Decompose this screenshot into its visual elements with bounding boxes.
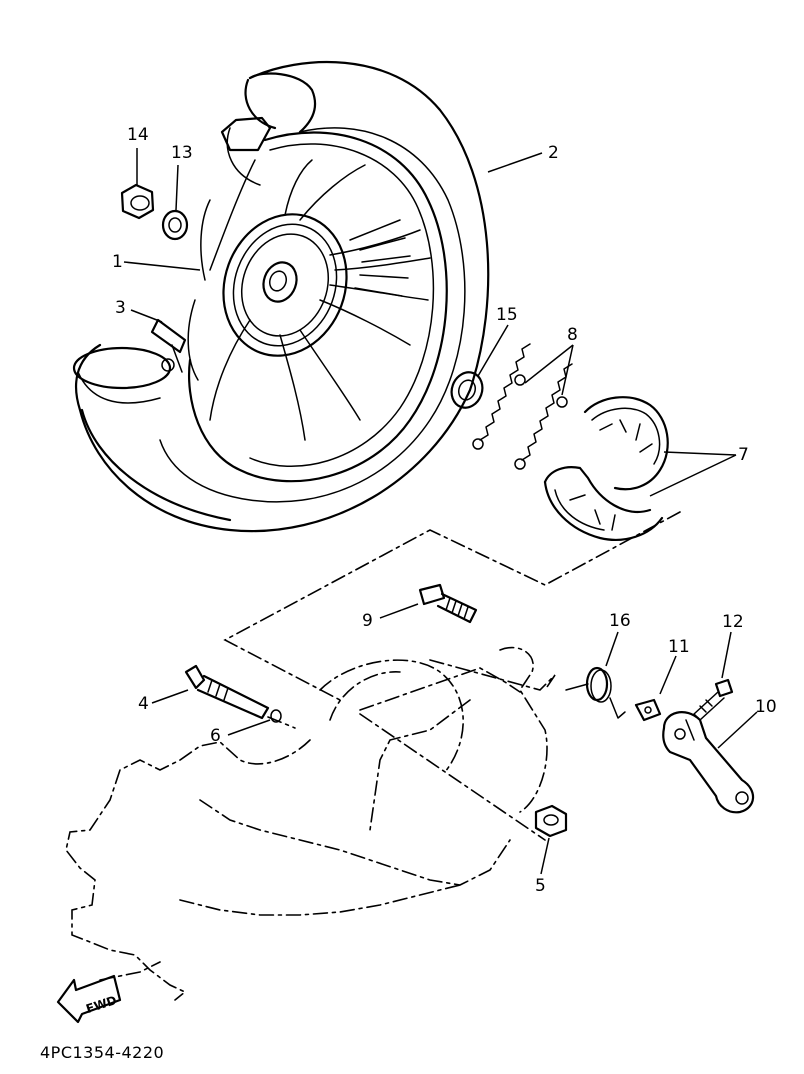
callout-12: 12	[722, 612, 744, 632]
callout-16: 16	[609, 611, 631, 631]
callout-6: 6	[210, 726, 221, 746]
flange-nut	[534, 804, 568, 838]
callout-14: 14	[127, 125, 149, 145]
drawing-code: 4PC1354-4220	[40, 1043, 164, 1062]
leader-lines	[123, 148, 758, 875]
callout-13: 13	[171, 143, 193, 163]
fwd-label: FWD	[84, 993, 118, 1016]
wear-indicator	[634, 698, 662, 722]
assembly-outline	[223, 511, 681, 841]
callout-11: 11	[668, 637, 690, 657]
brake-shoes	[543, 396, 669, 541]
tire-valve	[150, 318, 187, 373]
callout-1: 1	[112, 252, 123, 272]
oil-seal	[450, 371, 484, 409]
plain-washer	[161, 209, 189, 241]
fwd-arrow-icon: FWD	[56, 974, 122, 1024]
wheel-assembly	[72, 60, 490, 533]
hex-nut	[120, 183, 155, 220]
callout-3: 3	[115, 298, 126, 318]
cam-shaft	[418, 583, 478, 624]
brake-cam-lever	[662, 711, 755, 814]
callout-10: 10	[755, 697, 777, 717]
callout-4: 4	[138, 694, 149, 714]
callout-9: 9	[362, 611, 373, 631]
callout-7: 7	[738, 445, 749, 465]
pinch-bolt	[693, 678, 734, 721]
axle-bolt	[184, 664, 270, 720]
callout-2: 2	[548, 143, 559, 163]
callout-labels: 14 13 1 3 2 15 8 7 9 16 11 12 10 4 6 5	[112, 125, 777, 896]
callout-5: 5	[535, 876, 546, 896]
circlip	[270, 709, 282, 723]
brake-springs	[472, 343, 573, 470]
torsion-spring	[565, 666, 626, 719]
callout-8: 8	[567, 325, 578, 345]
callout-15: 15	[496, 305, 518, 325]
